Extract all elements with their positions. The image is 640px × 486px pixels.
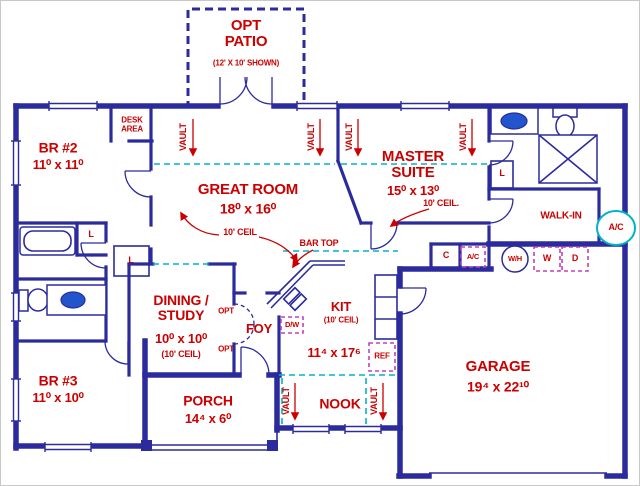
foyer-label: FOY xyxy=(245,320,273,336)
dining-dims: 10⁰ x 10⁰ xyxy=(155,330,207,346)
sink xyxy=(60,291,86,309)
refrigerator-label: REF xyxy=(374,351,390,361)
porch-dims: 14⁴ x 6⁰ xyxy=(184,410,232,426)
patio-dims: (12' X 10' SHOWN) xyxy=(212,58,280,68)
great-room-dims: 18⁰ x 16⁰ xyxy=(219,200,277,217)
master-toilet-bowl xyxy=(555,114,575,138)
porch-edge xyxy=(141,430,278,451)
patio-label: OPT PATIO xyxy=(224,16,268,50)
windows xyxy=(11,101,450,452)
dryer-box xyxy=(561,246,589,272)
vault-label-5: VAULT xyxy=(281,387,292,415)
master-vanity xyxy=(490,107,539,135)
linen-label-2: L xyxy=(128,255,134,266)
bath-fixtures xyxy=(18,107,598,316)
dining-ceiling: (10' CEIL) xyxy=(161,349,201,360)
garage-label: GARAGE xyxy=(465,357,531,375)
vault-label-6: VAULT xyxy=(369,387,380,415)
walk-in-label: WALK-IN xyxy=(540,210,582,222)
red-arrows xyxy=(180,119,477,421)
toilet-tank xyxy=(18,289,29,312)
dryer-label: D xyxy=(571,253,579,264)
master-suite-ceiling: 10' CEIL. xyxy=(423,198,459,209)
vault-label-2: VAULT xyxy=(306,123,317,151)
tub xyxy=(19,226,76,256)
garage-dims: 19⁴ x 22¹⁰ xyxy=(467,378,529,395)
linen-label-3: L xyxy=(499,168,505,179)
kitchen-dims: 11⁴ x 17⁶ xyxy=(307,344,361,360)
br3-label: BR #3 xyxy=(38,372,78,389)
interior-walls xyxy=(14,104,601,377)
kitchen-fixtures xyxy=(266,260,398,340)
ac-closet-box xyxy=(460,246,486,268)
kitchen-ceiling: (10' CEIL) xyxy=(323,315,359,325)
closet-label: C xyxy=(442,250,450,261)
br2-dims: 11⁰ x 11⁰ xyxy=(32,156,84,172)
dining-label: DINING / STUDY xyxy=(153,291,209,323)
kitchen-sink xyxy=(282,286,308,312)
opt-door-upper-label: OPT xyxy=(218,306,234,316)
water-heater-label: W/H xyxy=(508,253,522,263)
opt-door-lower-label: OPT xyxy=(218,344,234,354)
washer-label: W xyxy=(542,253,552,264)
br3-dims: 11⁰ x 10⁰ xyxy=(32,389,84,405)
water-heater xyxy=(501,245,529,273)
pantry xyxy=(374,274,398,340)
master-suite-dims: 15⁰ x 13⁰ xyxy=(387,182,439,198)
ceiling-break-lines xyxy=(153,163,487,425)
kitchen-label: KIT xyxy=(330,298,352,314)
dishwasher-label: D/W xyxy=(285,319,299,329)
toilet-bowl xyxy=(27,288,49,312)
linen-label-1: L xyxy=(88,229,94,240)
master-sink xyxy=(500,112,528,130)
washer-box xyxy=(533,246,561,272)
vault-label-3: VAULT xyxy=(344,123,355,151)
great-room-ceiling: 10' CEIL xyxy=(223,227,257,238)
nook-label: NOOK xyxy=(319,395,361,412)
porch-label: PORCH xyxy=(183,392,233,409)
dishwasher-box xyxy=(280,316,304,334)
ac-pad-label: A/C xyxy=(608,222,624,233)
vault-label-4: VAULT xyxy=(458,123,469,151)
vault-label-1: VAULT xyxy=(178,123,189,151)
ac-pad xyxy=(596,210,636,246)
refrigerator-box xyxy=(368,342,396,372)
doors xyxy=(80,76,514,376)
bar-top-label: BAR TOP xyxy=(299,238,339,249)
appliance-boxes xyxy=(280,246,589,372)
desk-area-label: DESK AREA xyxy=(121,115,143,133)
br2-label: BR #2 xyxy=(38,139,78,156)
ac-closet-label: A/C xyxy=(466,251,480,261)
great-room-label: GREAT ROOM xyxy=(197,180,299,198)
master-suite-label: MASTER SUITE xyxy=(381,147,445,181)
